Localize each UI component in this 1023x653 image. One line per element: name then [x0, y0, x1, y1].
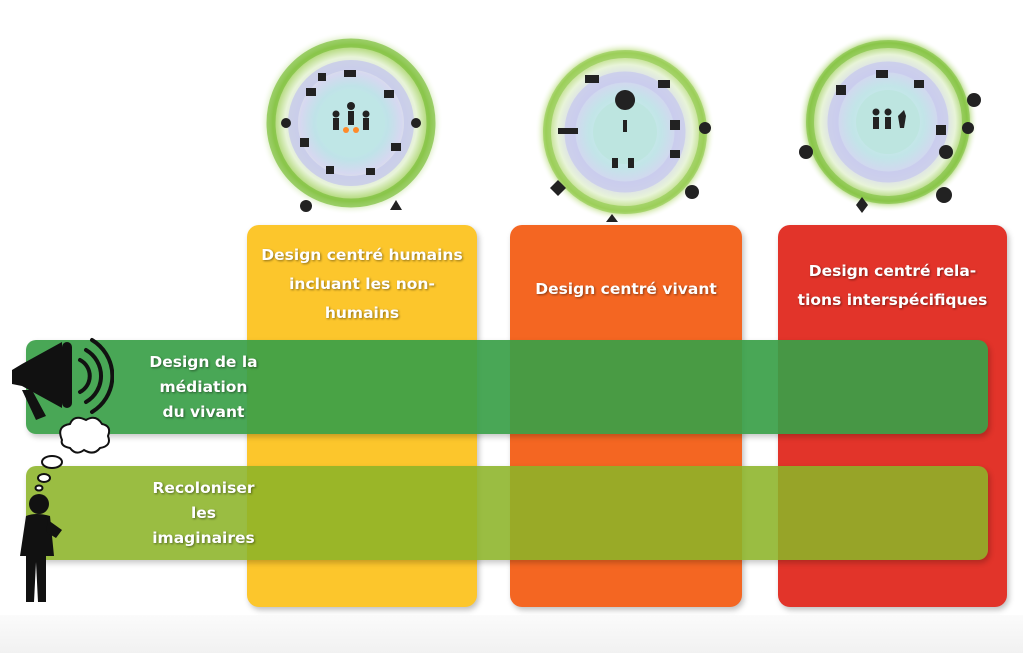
- row-mediation: Design de la médiation du vivant: [26, 340, 988, 434]
- row-imaginaries: Recoloniser les imaginaires: [26, 466, 988, 560]
- column-title: Design centré rela- tions interspécifiqu…: [797, 262, 988, 309]
- bottom-shade: [0, 615, 1023, 653]
- column-title: Design centré humains incluant les non-h…: [261, 245, 463, 322]
- thinking-person-icon: [20, 416, 111, 602]
- ecosystem-circle-interspecies-icon: [798, 32, 981, 213]
- row-title: Design de la médiation du vivant: [149, 352, 258, 421]
- ecosystem-circle-living-icon: [535, 42, 715, 222]
- column-title: Design centré vivant: [535, 279, 717, 298]
- ecosystem-circle-human-icon: [259, 31, 443, 215]
- row-title: Recoloniser les imaginaires: [152, 478, 255, 547]
- megaphone-icon: [12, 338, 114, 420]
